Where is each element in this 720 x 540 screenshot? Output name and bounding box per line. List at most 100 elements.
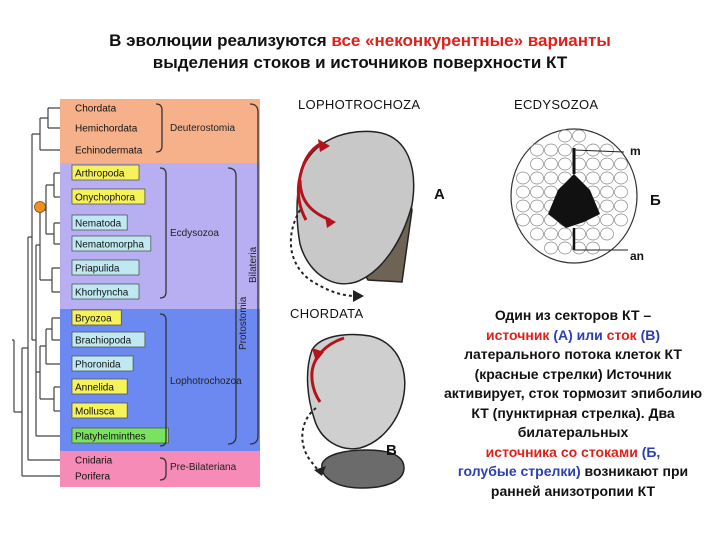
m-pointer-line (573, 149, 625, 153)
embryo-cell (572, 241, 586, 255)
taxon-label: Annelida (75, 383, 114, 394)
embryo-cell (600, 143, 614, 157)
embryo-cell (572, 129, 586, 143)
embryo-cell (558, 227, 572, 241)
header-chordata: CHORDATA (290, 306, 364, 321)
taxon-label: Phoronida (75, 360, 121, 371)
dashed-arrowhead-c (314, 466, 326, 476)
embryo-cell (544, 171, 558, 185)
taxon-label: Echinodermata (75, 146, 143, 157)
taxon-box (71, 259, 140, 276)
embryo-cell (516, 171, 530, 185)
taxon-box (71, 331, 146, 348)
title-line1-start: В эволюции реализуются (109, 31, 332, 50)
taxon-label: Chordata (75, 104, 117, 115)
embryo-cell (530, 227, 544, 241)
letter-b: Б (650, 192, 661, 209)
embryo-cell (530, 213, 544, 227)
embryo-cell (544, 227, 558, 241)
caption-sources-sinks: источника со стоками (485, 443, 638, 460)
letter-v: В (386, 442, 397, 459)
ancestor-node (34, 201, 46, 213)
embryo-cell (516, 185, 530, 199)
title-line1-highlight: все «неконкурентные» варианты (331, 31, 611, 50)
taxon-label: Priapulida (75, 264, 120, 275)
embryo-cell (544, 143, 558, 157)
red-arrowhead-c (312, 348, 324, 362)
embryo-cell (614, 185, 628, 199)
taxon-label: Onychophora (75, 193, 135, 204)
taxon-label: Nematoda (75, 219, 122, 230)
taxon-box (71, 402, 128, 419)
taxon-label: Khorhyncha (75, 288, 129, 299)
embryo-cell (544, 241, 558, 255)
embryo-cell (614, 157, 628, 171)
caption-sink-word: сток (606, 326, 637, 343)
dashed-arrowhead-a (353, 290, 364, 302)
letter-a: А (434, 186, 445, 203)
embryo-cell (614, 171, 628, 185)
embryo-cell (530, 171, 544, 185)
header-lophotrochoza: LOPHOTROCHOZA (298, 97, 421, 112)
embryo-dark-base-c (321, 449, 405, 489)
black-sector (548, 174, 600, 228)
taxon-label: Hemichordata (75, 124, 138, 135)
caption-ending: возникают при ранней анизотропии КТ (490, 463, 689, 499)
group-label-pre-bilateriana: Pre-Bilateriana (170, 462, 237, 473)
caption-source-word: источник (485, 326, 550, 343)
diagram-a-lophotrochozoa (289, 130, 415, 302)
caption-line-1: Один из секторов КТ – (494, 307, 652, 323)
pre-bilateriana-band (60, 451, 260, 487)
red-arrowhead-lower (325, 216, 336, 228)
red-arrow-c (310, 336, 345, 403)
caption-body: латерального потока клеток КТ (красные с… (443, 346, 703, 440)
embryo-cell (600, 185, 614, 199)
taxon-label: Platyhelminthes (75, 432, 146, 443)
embryo-cell (530, 199, 544, 213)
taxon-box (71, 188, 146, 205)
caption-sink-v: (В) (636, 326, 661, 343)
embryo-cell (530, 143, 544, 157)
figure-caption: Один из секторов КТ – источник (А) или с… (436, 306, 710, 501)
embryo-cell (516, 199, 530, 213)
group-brackets (155, 103, 259, 481)
title-line2: выделения стоков и источников поверхност… (152, 53, 568, 72)
group-label-protostomia: Protostomia (238, 296, 249, 350)
label-m: m (630, 144, 641, 158)
red-arrowhead-upper (318, 139, 330, 152)
embryo-cell (600, 199, 614, 213)
slide-title: В эволюции реализуются все «неконкурентн… (0, 30, 720, 74)
group-label-bilateria: Bilateria (248, 246, 259, 283)
embryo-cell (600, 171, 614, 185)
taxon-box (71, 214, 128, 231)
embryo-cell (600, 157, 614, 171)
embryo-cell (558, 143, 572, 157)
embryo-cell (558, 241, 572, 255)
embryo-cell (544, 157, 558, 171)
taxon-label: Cnidaria (75, 456, 113, 467)
label-an: an (630, 249, 644, 263)
deuterostomia-band (60, 99, 260, 163)
group-label-deuterostomia: Deuterostomia (170, 123, 235, 134)
taxon-label: Brachiopoda (75, 336, 132, 347)
taxon-box (71, 378, 128, 395)
taxon-label: Bryozoa (75, 314, 112, 325)
taxon-box (71, 235, 152, 252)
embryo-cell (614, 199, 628, 213)
red-arrow-lower (298, 179, 331, 222)
taxon-label: Arthropoda (75, 169, 125, 180)
caption-source-a: (А) или (549, 326, 607, 343)
taxon-box (71, 427, 169, 444)
caption-b-ref: (Б, (637, 443, 661, 460)
embryo-cell (516, 213, 530, 227)
embryo-cell (586, 171, 600, 185)
embryo-cell (586, 157, 600, 171)
header-ecdysozoa: ECDYSOZOA (514, 97, 599, 112)
diagram-b-ecdysozoa: m an (510, 128, 644, 264)
embryo-cell (614, 213, 628, 227)
tree-branches (12, 107, 60, 477)
embryo-cell (572, 227, 586, 241)
taxon-label: Mollusca (75, 407, 115, 418)
caption-blue-arrows: голубые стрелки) (457, 463, 581, 479)
